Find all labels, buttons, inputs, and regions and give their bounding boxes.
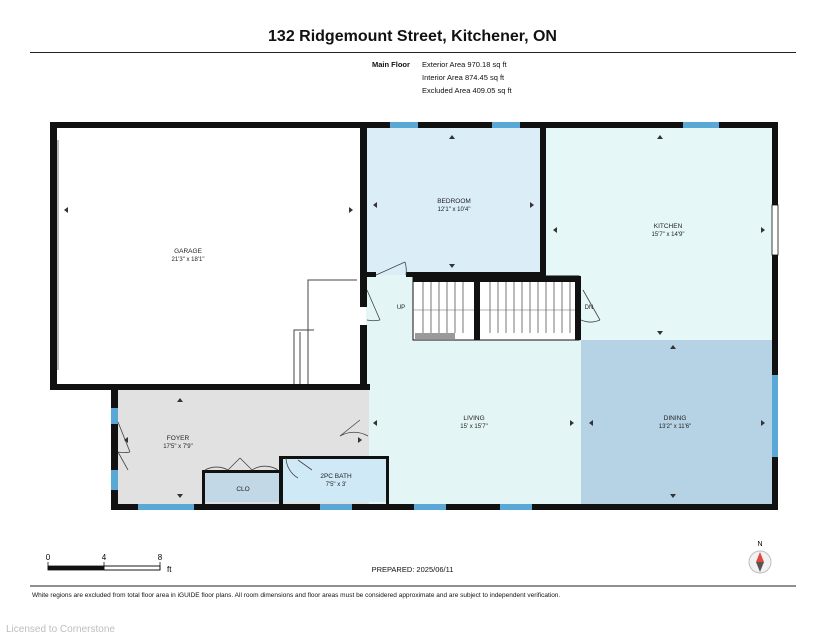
garage-steps	[57, 140, 357, 384]
title-divider	[30, 52, 796, 53]
interior-area: Interior Area 874.45 sq ft	[422, 73, 505, 82]
disclaimer-text: White regions are excluded from total fl…	[32, 592, 561, 599]
bedroom-area	[366, 127, 542, 275]
scale-unit: ft	[167, 565, 172, 574]
bedroom-name: BEDROOM	[437, 198, 471, 205]
scale-bar: 0 4 8 ft	[46, 553, 172, 574]
kitchen-area	[545, 127, 773, 341]
garage-name: GARAGE	[174, 248, 202, 255]
kitchen-dims: 15'7" x 14'9"	[652, 232, 685, 238]
stairs-up-label: UP	[397, 305, 405, 311]
stairs	[412, 275, 580, 341]
compass-icon: N	[748, 541, 772, 574]
kitchen-name: KITCHEN	[654, 223, 683, 230]
scale-tick-0: 0	[46, 553, 51, 562]
closet-area	[205, 472, 281, 502]
bedroom-dims: 12'1" x 10'4"	[438, 207, 471, 213]
dining-dims: 13'2" x 11'6"	[659, 424, 691, 430]
dining-area	[581, 340, 773, 504]
excluded-area: Excluded Area 409.05 sq ft	[422, 86, 512, 95]
stairs-down-label: DN	[585, 305, 594, 311]
bath-area	[283, 458, 387, 502]
bath-name: 2PC BATH	[320, 473, 352, 480]
scale-tick-8: 8	[158, 553, 163, 562]
living-name: LIVING	[463, 415, 484, 422]
plan-title: 132 Ridgemount Street, Kitchener, ON	[268, 28, 557, 45]
garage-dims: 21'3" x 18'1"	[172, 257, 205, 263]
compass-north-label: N	[757, 541, 762, 548]
living-dims: 15' x 15'7"	[460, 424, 487, 430]
foyer-name: FOYER	[167, 435, 190, 442]
dining-name: DINING	[664, 415, 687, 422]
scale-tick-4: 4	[102, 553, 107, 562]
door-swings	[117, 261, 601, 479]
windows	[111, 122, 778, 510]
watermark: Licensed to Cornerstone	[6, 624, 115, 635]
closet-name: CLO	[236, 486, 249, 493]
foyer-dims: 17'5" x 7'9"	[163, 444, 193, 450]
floor-label: Main Floor	[372, 60, 410, 69]
prepared-date: PREPARED: 2025/06/11	[371, 565, 454, 574]
exterior-area: Exterior Area 970.18 sq ft	[422, 60, 507, 69]
kitchen-door-opening	[771, 204, 779, 256]
bath-dims: 7'5" x 3'	[326, 482, 347, 488]
dimension-markers	[64, 135, 765, 498]
